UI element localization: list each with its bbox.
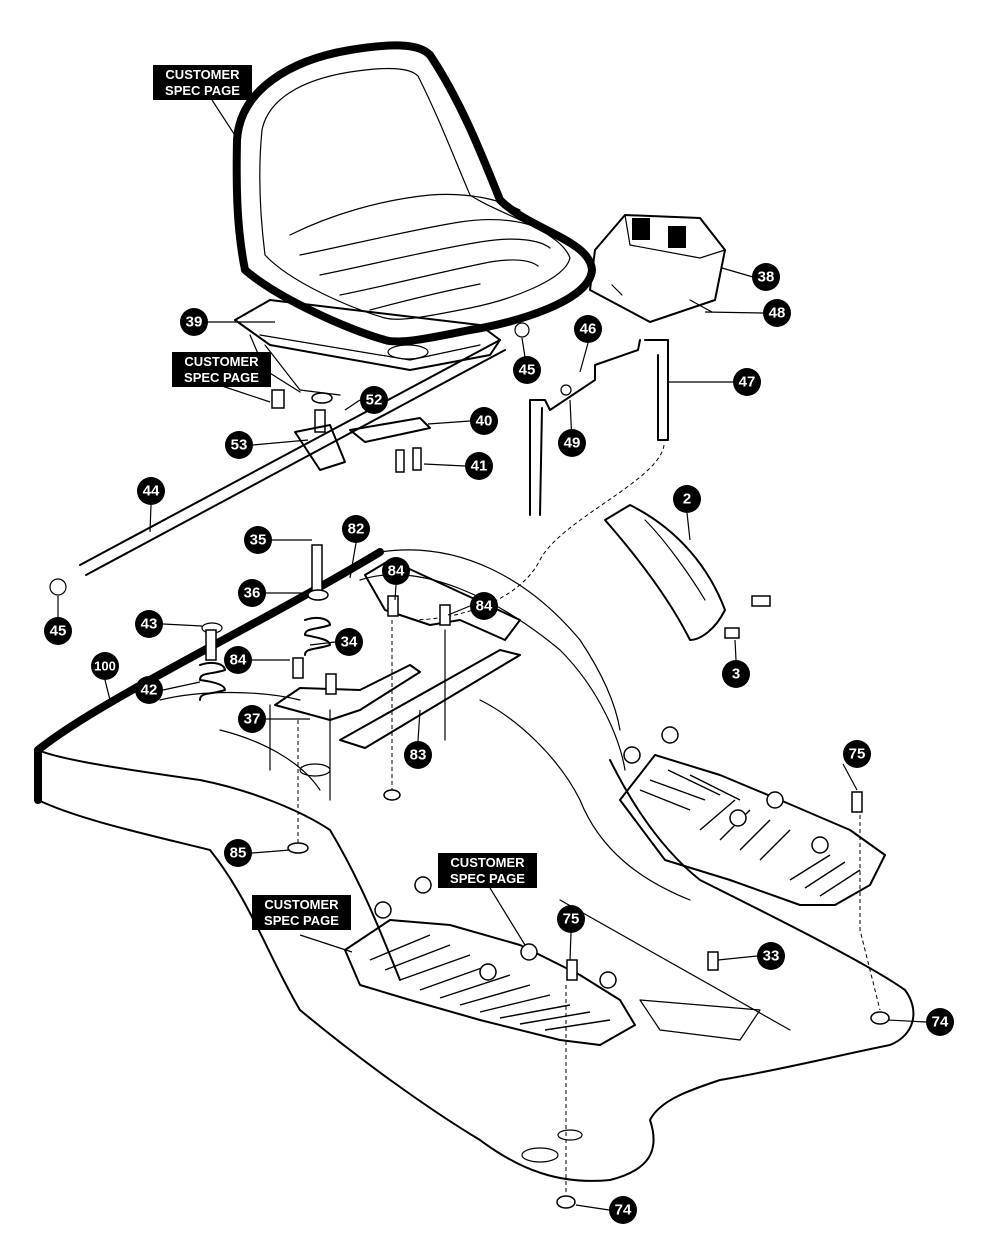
callout-52: 52 bbox=[360, 386, 388, 414]
callout-38: 38 bbox=[752, 263, 780, 291]
svg-text:74: 74 bbox=[615, 1202, 632, 1219]
svg-text:45: 45 bbox=[519, 362, 536, 379]
callout-74: 74 bbox=[926, 1008, 954, 1036]
svg-text:75: 75 bbox=[563, 911, 580, 928]
svg-text:41: 41 bbox=[471, 458, 488, 475]
svg-text:52: 52 bbox=[366, 392, 383, 409]
spec-label-line2: SPEC PAGE bbox=[264, 913, 339, 928]
svg-text:74: 74 bbox=[932, 1014, 949, 1031]
svg-text:49: 49 bbox=[564, 435, 581, 452]
callout-35: 35 bbox=[244, 526, 272, 554]
callout-46: 46 bbox=[574, 315, 602, 343]
callout-82: 82 bbox=[342, 515, 370, 543]
callout-2: 2 bbox=[673, 485, 701, 513]
brackets bbox=[409, 339, 669, 621]
svg-text:75: 75 bbox=[849, 746, 866, 763]
callout-41: 41 bbox=[465, 452, 493, 480]
svg-text:43: 43 bbox=[141, 616, 158, 633]
svg-text:34: 34 bbox=[341, 634, 358, 651]
svg-text:84: 84 bbox=[388, 563, 405, 580]
left-footrest bbox=[344, 919, 636, 1046]
svg-text:37: 37 bbox=[244, 711, 261, 728]
callout-3: 3 bbox=[722, 660, 750, 688]
svg-text:33: 33 bbox=[763, 948, 780, 965]
spec-label-line2: SPEC PAGE bbox=[184, 370, 259, 385]
svg-text:35: 35 bbox=[250, 532, 267, 549]
push-fasteners bbox=[374, 726, 890, 1209]
svg-text:36: 36 bbox=[244, 585, 261, 602]
spec-label-line1: CUSTOMER bbox=[165, 67, 240, 82]
svg-text:53: 53 bbox=[231, 437, 248, 454]
spec-label-line1: CUSTOMER bbox=[450, 855, 525, 870]
svg-text:3: 3 bbox=[732, 666, 740, 683]
callout-100: 100 bbox=[91, 652, 119, 680]
callout-74: 74 bbox=[609, 1196, 637, 1224]
right-footrest bbox=[619, 754, 886, 906]
svg-text:100: 100 bbox=[94, 659, 116, 674]
callout-84: 84 bbox=[224, 646, 252, 674]
spec-label-line1: CUSTOMER bbox=[264, 897, 339, 912]
callout-33: 33 bbox=[757, 942, 785, 970]
callout-49: 49 bbox=[558, 429, 586, 457]
seat-support-brackets bbox=[274, 559, 521, 854]
assembly-lines bbox=[269, 620, 881, 1195]
spec-label-seat: CUSTOMER SPEC PAGE bbox=[153, 65, 252, 100]
svg-text:42: 42 bbox=[141, 682, 158, 699]
callout-36: 36 bbox=[238, 579, 266, 607]
svg-text:2: 2 bbox=[683, 491, 691, 508]
svg-text:45: 45 bbox=[50, 623, 67, 640]
callout-45: 45 bbox=[44, 617, 72, 645]
callout-75: 75 bbox=[843, 740, 871, 768]
svg-text:84: 84 bbox=[230, 652, 247, 669]
spec-label-line2: SPEC PAGE bbox=[450, 871, 525, 886]
svg-text:38: 38 bbox=[758, 269, 775, 286]
svg-text:39: 39 bbox=[186, 314, 203, 331]
seat-base-plate bbox=[234, 299, 501, 396]
callout-83: 83 bbox=[404, 741, 432, 769]
shift-guide bbox=[604, 504, 771, 641]
callout-47: 47 bbox=[733, 368, 761, 396]
svg-text:84: 84 bbox=[476, 598, 493, 615]
callout-43: 43 bbox=[135, 610, 163, 638]
spec-label-fastener: CUSTOMER SPEC PAGE bbox=[438, 853, 537, 888]
callout-44: 44 bbox=[137, 477, 165, 505]
svg-text:47: 47 bbox=[739, 374, 756, 391]
callout-75: 75 bbox=[557, 905, 585, 933]
svg-text:48: 48 bbox=[769, 305, 786, 322]
seat bbox=[232, 41, 596, 346]
callout-40: 40 bbox=[470, 407, 498, 435]
callout-84: 84 bbox=[470, 592, 498, 620]
svg-text:44: 44 bbox=[143, 483, 160, 500]
springs bbox=[199, 544, 331, 701]
spec-label-line1: CUSTOMER bbox=[184, 354, 259, 369]
seat-switch-housing bbox=[589, 214, 726, 323]
callout-42: 42 bbox=[135, 676, 163, 704]
callout-48: 48 bbox=[763, 299, 791, 327]
svg-text:46: 46 bbox=[580, 321, 597, 338]
callout-34: 34 bbox=[335, 628, 363, 656]
leader-lines bbox=[57, 99, 927, 1211]
callout-85: 85 bbox=[224, 839, 252, 867]
callout-37: 37 bbox=[238, 705, 266, 733]
svg-text:85: 85 bbox=[230, 845, 247, 862]
seat-hardware bbox=[271, 389, 431, 473]
callout-45: 45 bbox=[513, 356, 541, 384]
svg-text:83: 83 bbox=[410, 747, 427, 764]
spec-label-line2: SPEC PAGE bbox=[165, 83, 240, 98]
callout-39: 39 bbox=[180, 308, 208, 336]
seat-rod bbox=[49, 322, 530, 596]
spec-label-footrest: CUSTOMER SPEC PAGE bbox=[252, 895, 351, 930]
svg-text:82: 82 bbox=[348, 521, 365, 538]
svg-text:40: 40 bbox=[476, 413, 493, 430]
callout-53: 53 bbox=[225, 431, 253, 459]
callout-84: 84 bbox=[382, 557, 410, 585]
fender-deck bbox=[34, 548, 915, 1182]
spec-label-hardware: CUSTOMER SPEC PAGE bbox=[172, 352, 271, 387]
